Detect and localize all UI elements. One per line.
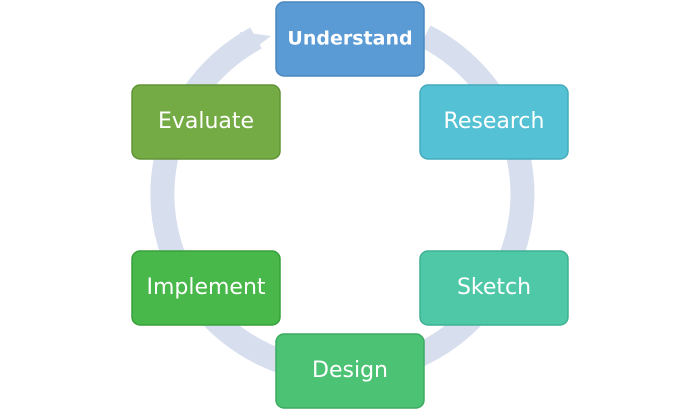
step-design-box [275, 333, 425, 409]
step-sketch: Sketch [419, 250, 569, 326]
step-implement: Implement [131, 250, 281, 326]
step-design-label: Design [312, 358, 388, 383]
step-research-box [419, 84, 569, 160]
step-sketch-label: Sketch [457, 275, 531, 300]
step-understand-label: Understand [287, 28, 412, 50]
step-implement-box [131, 250, 281, 326]
step-research-label: Research [444, 109, 545, 134]
cycle-arrow-icon [240, 32, 271, 55]
step-design: Design [275, 333, 425, 409]
step-implement-label: Implement [146, 275, 265, 300]
step-evaluate-box [131, 84, 281, 160]
step-sketch-box [419, 250, 569, 326]
step-research: Research [419, 84, 569, 160]
step-evaluate-label: Evaluate [158, 109, 254, 134]
step-evaluate: Evaluate [131, 84, 281, 160]
step-understand-box [275, 1, 425, 77]
step-understand: Understand [275, 1, 425, 77]
